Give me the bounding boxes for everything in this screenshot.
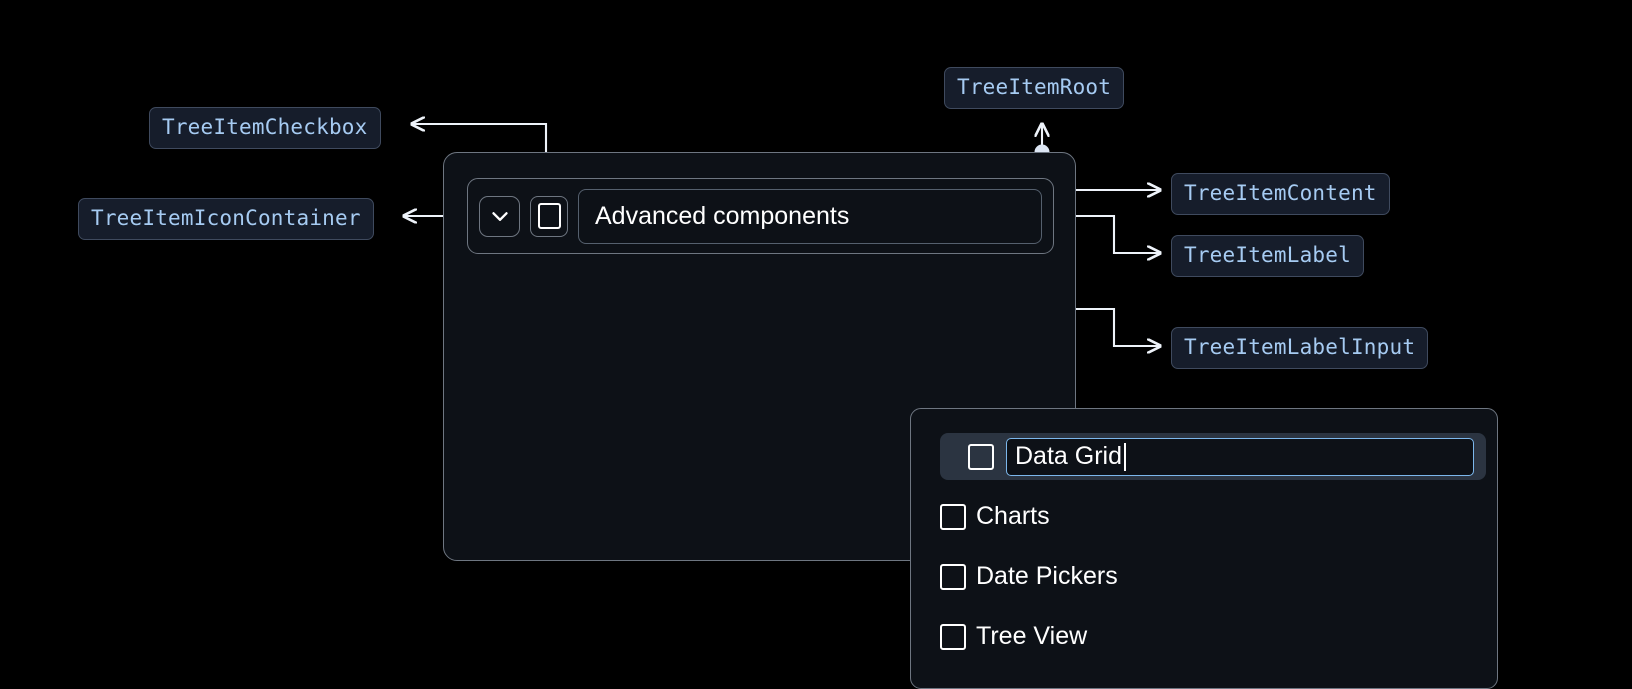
tree-item-icon-container[interactable]	[479, 195, 520, 237]
tree-item-label-text: Charts	[976, 502, 1050, 530]
checkbox-unchecked-icon[interactable]	[968, 443, 994, 470]
badge-tree-item-icon-container: TreeItemIconContainer	[78, 198, 374, 240]
tree-item-child-charts[interactable]: Charts	[911, 493, 1497, 540]
badge-tree-item-content: TreeItemContent	[1171, 173, 1390, 215]
tree-item-root[interactable]: Advanced components Data Grid Charts Dat…	[443, 152, 1498, 689]
badge-tree-item-root: TreeItemRoot	[944, 67, 1125, 109]
tree-item-child-date-pickers[interactable]: Date Pickers	[911, 553, 1497, 600]
checkbox-unchecked-icon	[537, 203, 561, 229]
tree-item-label-text: Date Pickers	[976, 562, 1118, 590]
tree-item-label-text: Advanced components	[595, 201, 850, 230]
chevron-down-icon	[487, 203, 513, 229]
checkbox-unchecked-icon[interactable]	[940, 503, 966, 530]
tree-item-label-text: Tree View	[976, 622, 1088, 650]
tree-item-group-transition: Data Grid Charts Date Pickers Tree View	[910, 408, 1498, 689]
tree-item-label-input[interactable]: Data Grid	[1006, 437, 1474, 476]
text-caret	[1123, 442, 1126, 471]
tree-item-checkbox[interactable]	[530, 195, 568, 237]
tree-item-label[interactable]: Advanced components	[578, 188, 1042, 244]
tree-item-content[interactable]: Advanced components	[467, 178, 1054, 254]
anatomy-diagram: TreeItemCheckbox TreeItemIconContainer T…	[78, 67, 1498, 689]
tree-item-child-data-grid[interactable]: Data Grid	[940, 433, 1486, 480]
badge-tree-item-label-input: TreeItemLabelInput	[1171, 327, 1429, 369]
tree-item-label-input-value: Data Grid	[1015, 442, 1122, 470]
badge-tree-item-checkbox: TreeItemCheckbox	[149, 107, 381, 149]
badge-tree-item-label: TreeItemLabel	[1171, 235, 1364, 277]
tree-item-child-tree-view[interactable]: Tree View	[911, 613, 1497, 660]
checkbox-unchecked-icon[interactable]	[940, 623, 966, 650]
checkbox-unchecked-icon[interactable]	[940, 563, 966, 590]
